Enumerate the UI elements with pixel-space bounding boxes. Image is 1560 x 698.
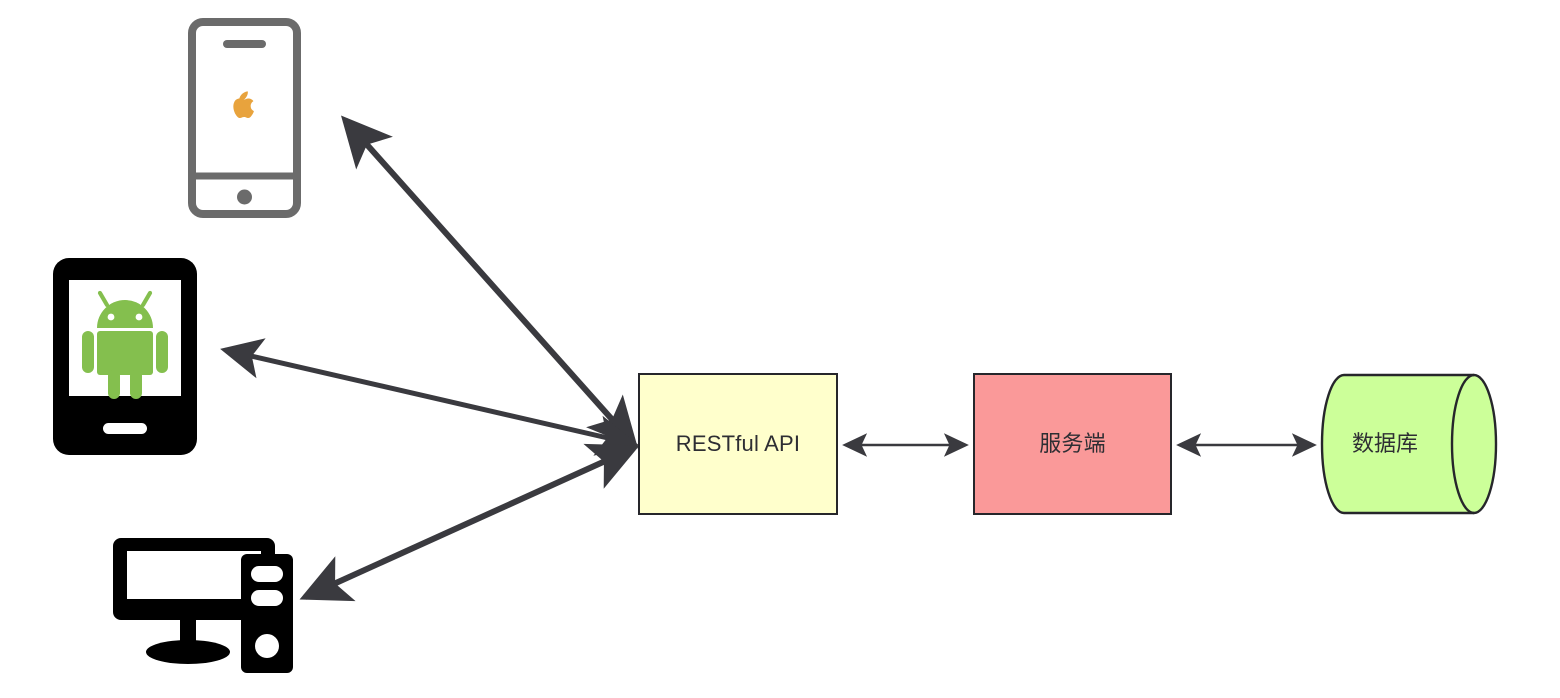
node-server-label: 服务端: [1039, 431, 1106, 456]
android-device: [53, 258, 197, 455]
apple-logo-icon: [233, 91, 254, 119]
edge-iphone-to-api: [341, 115, 638, 449]
edge-desktop-to-api: [299, 443, 640, 602]
android-robot-icon: [82, 290, 168, 399]
node-database-label: 数据库: [1352, 431, 1419, 456]
database-cylinder-shape: [1320, 373, 1498, 515]
android-phone-icon: [53, 258, 197, 455]
node-database[interactable]: 数据库: [1320, 373, 1506, 515]
apple-iphone-icon: [188, 18, 301, 218]
node-restful-api[interactable]: RESTful API: [638, 373, 838, 515]
edge-android-to-api: [220, 338, 639, 456]
desktop-pc-icon: [113, 538, 293, 673]
iphone-device: [188, 18, 301, 218]
node-restful-api-label: RESTful API: [675, 431, 801, 456]
node-server[interactable]: 服务端: [973, 373, 1172, 515]
desktop-computer: [113, 532, 293, 673]
